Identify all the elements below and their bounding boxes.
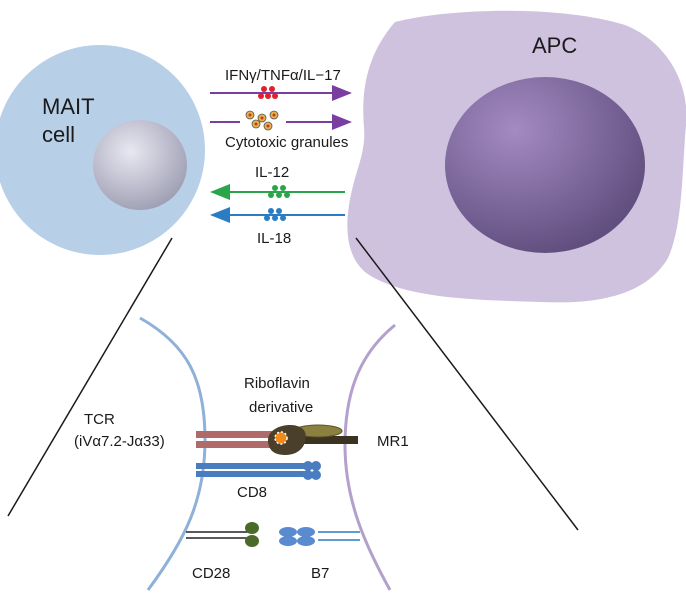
tcr-label-line2: (iVα7.2-Jα33) xyxy=(74,433,165,450)
signal-il12: IL-12 xyxy=(210,164,345,200)
mr1-label: MR1 xyxy=(377,433,409,450)
mait-cell: MAIT cell xyxy=(0,45,205,255)
signal-cytokines: IFNγ/TNFα/IL−17 xyxy=(210,67,352,101)
apc-membrane xyxy=(343,323,396,591)
il18-label: IL-18 xyxy=(257,230,291,247)
signal-il18: IL-18 xyxy=(210,207,345,247)
granules-label: Cytotoxic granules xyxy=(225,134,348,151)
cd28-label: CD28 xyxy=(192,565,230,582)
riboflavin-derivative xyxy=(274,431,288,445)
cd8-label: CD8 xyxy=(237,484,267,501)
cd28-receptor xyxy=(186,522,259,547)
mait-label-line2: cell xyxy=(42,122,75,147)
mait-cell-nucleus xyxy=(93,120,187,210)
zoom-line-right xyxy=(355,237,579,531)
mr1-complex xyxy=(268,424,358,455)
mait-membrane xyxy=(139,316,207,591)
cytokine-dots xyxy=(258,86,278,99)
signal-granules: Cytotoxic granules xyxy=(210,110,352,151)
il12-dots xyxy=(268,185,290,198)
riboflavin-label-line2: derivative xyxy=(249,399,313,416)
b7-ligand xyxy=(279,527,360,546)
cytokines-label: IFNγ/TNFα/IL−17 xyxy=(225,67,341,84)
cd8-coreceptor xyxy=(196,461,321,480)
granule-dots xyxy=(245,110,279,131)
apc-cell-nucleus xyxy=(445,77,645,253)
apc-cell: APC xyxy=(347,10,686,303)
mait-label-line1: MAIT xyxy=(42,94,95,119)
zoom-line-left xyxy=(7,237,173,517)
il18-dots xyxy=(264,208,286,221)
riboflavin-label-line1: Riboflavin xyxy=(244,375,310,392)
apc-label: APC xyxy=(532,33,577,58)
il12-label: IL-12 xyxy=(255,164,289,181)
tcr-receptor xyxy=(196,431,276,448)
b7-label: B7 xyxy=(311,565,329,582)
tcr-label-line1: TCR xyxy=(84,411,115,428)
